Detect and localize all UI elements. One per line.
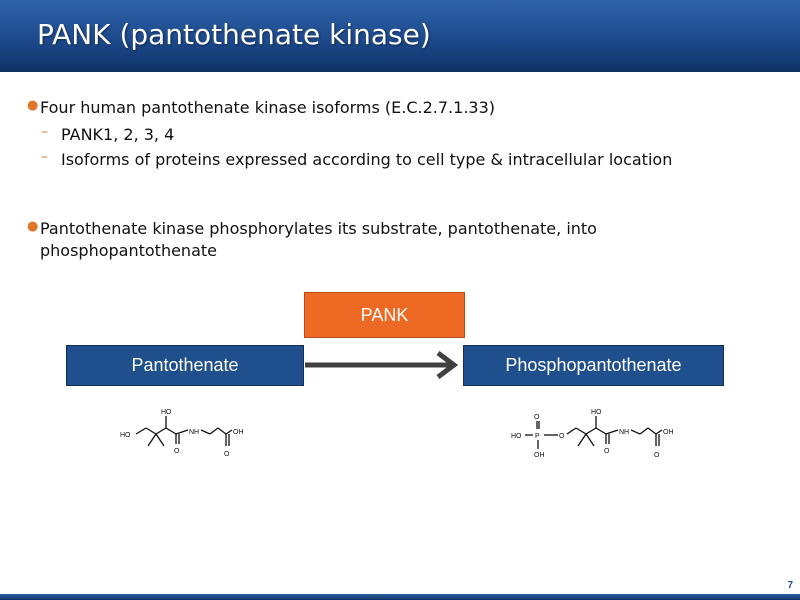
label-nh: NH	[619, 429, 629, 436]
sub-bullet-1: PANK1, 2, 3, 4	[61, 125, 175, 144]
reaction-arrow	[305, 351, 459, 379]
pantothenate-structure: HO HO NH O OH O	[120, 409, 244, 458]
label-p: P	[535, 433, 540, 440]
label-ho-top: HO	[591, 409, 602, 416]
label-oh-bottom: OH	[534, 452, 545, 459]
slide-title: PANK (pantothenate kinase)	[37, 18, 431, 51]
bullet-dot: ●	[27, 219, 39, 234]
label-ho-left: HO	[120, 432, 131, 439]
title-bar: PANK (pantothenate kinase)	[0, 0, 800, 72]
footer-bar	[0, 594, 800, 600]
bullet-2-line-2: phosphopantothenate	[40, 241, 217, 260]
sub-bullet-dash: –	[41, 124, 48, 140]
label-ho-left: HO	[511, 433, 522, 440]
sub-bullet-dash: –	[41, 149, 48, 165]
label-o-phosphate: O	[534, 414, 540, 421]
phosphopantothenate-structure: O HO P OH O HO NH O OH O	[511, 409, 674, 459]
product-box: Phosphopantothenate	[463, 345, 724, 386]
bullet-dot: ●	[27, 98, 39, 113]
label-o-amide: O	[604, 448, 610, 455]
label-o-ester: O	[559, 433, 565, 440]
sub-bullet-2: Isoforms of proteins expressed according…	[61, 150, 673, 169]
bullet-2-line-1: Pantothenate kinase phosphorylates its s…	[40, 219, 597, 238]
label-ho-top: HO	[161, 409, 172, 416]
label-o-2: O	[224, 451, 230, 458]
label-oh-acid: OH	[663, 429, 674, 436]
substrate-box: Pantothenate	[66, 345, 304, 386]
enzyme-box: PANK	[304, 292, 465, 338]
bullet-1: Four human pantothenate kinase isoforms …	[40, 98, 496, 117]
label-o-1: O	[174, 448, 180, 455]
label-o-acid: O	[654, 452, 660, 459]
page-number: 7	[787, 580, 793, 591]
label-oh: OH	[233, 429, 244, 436]
label-nh: NH	[189, 429, 199, 436]
